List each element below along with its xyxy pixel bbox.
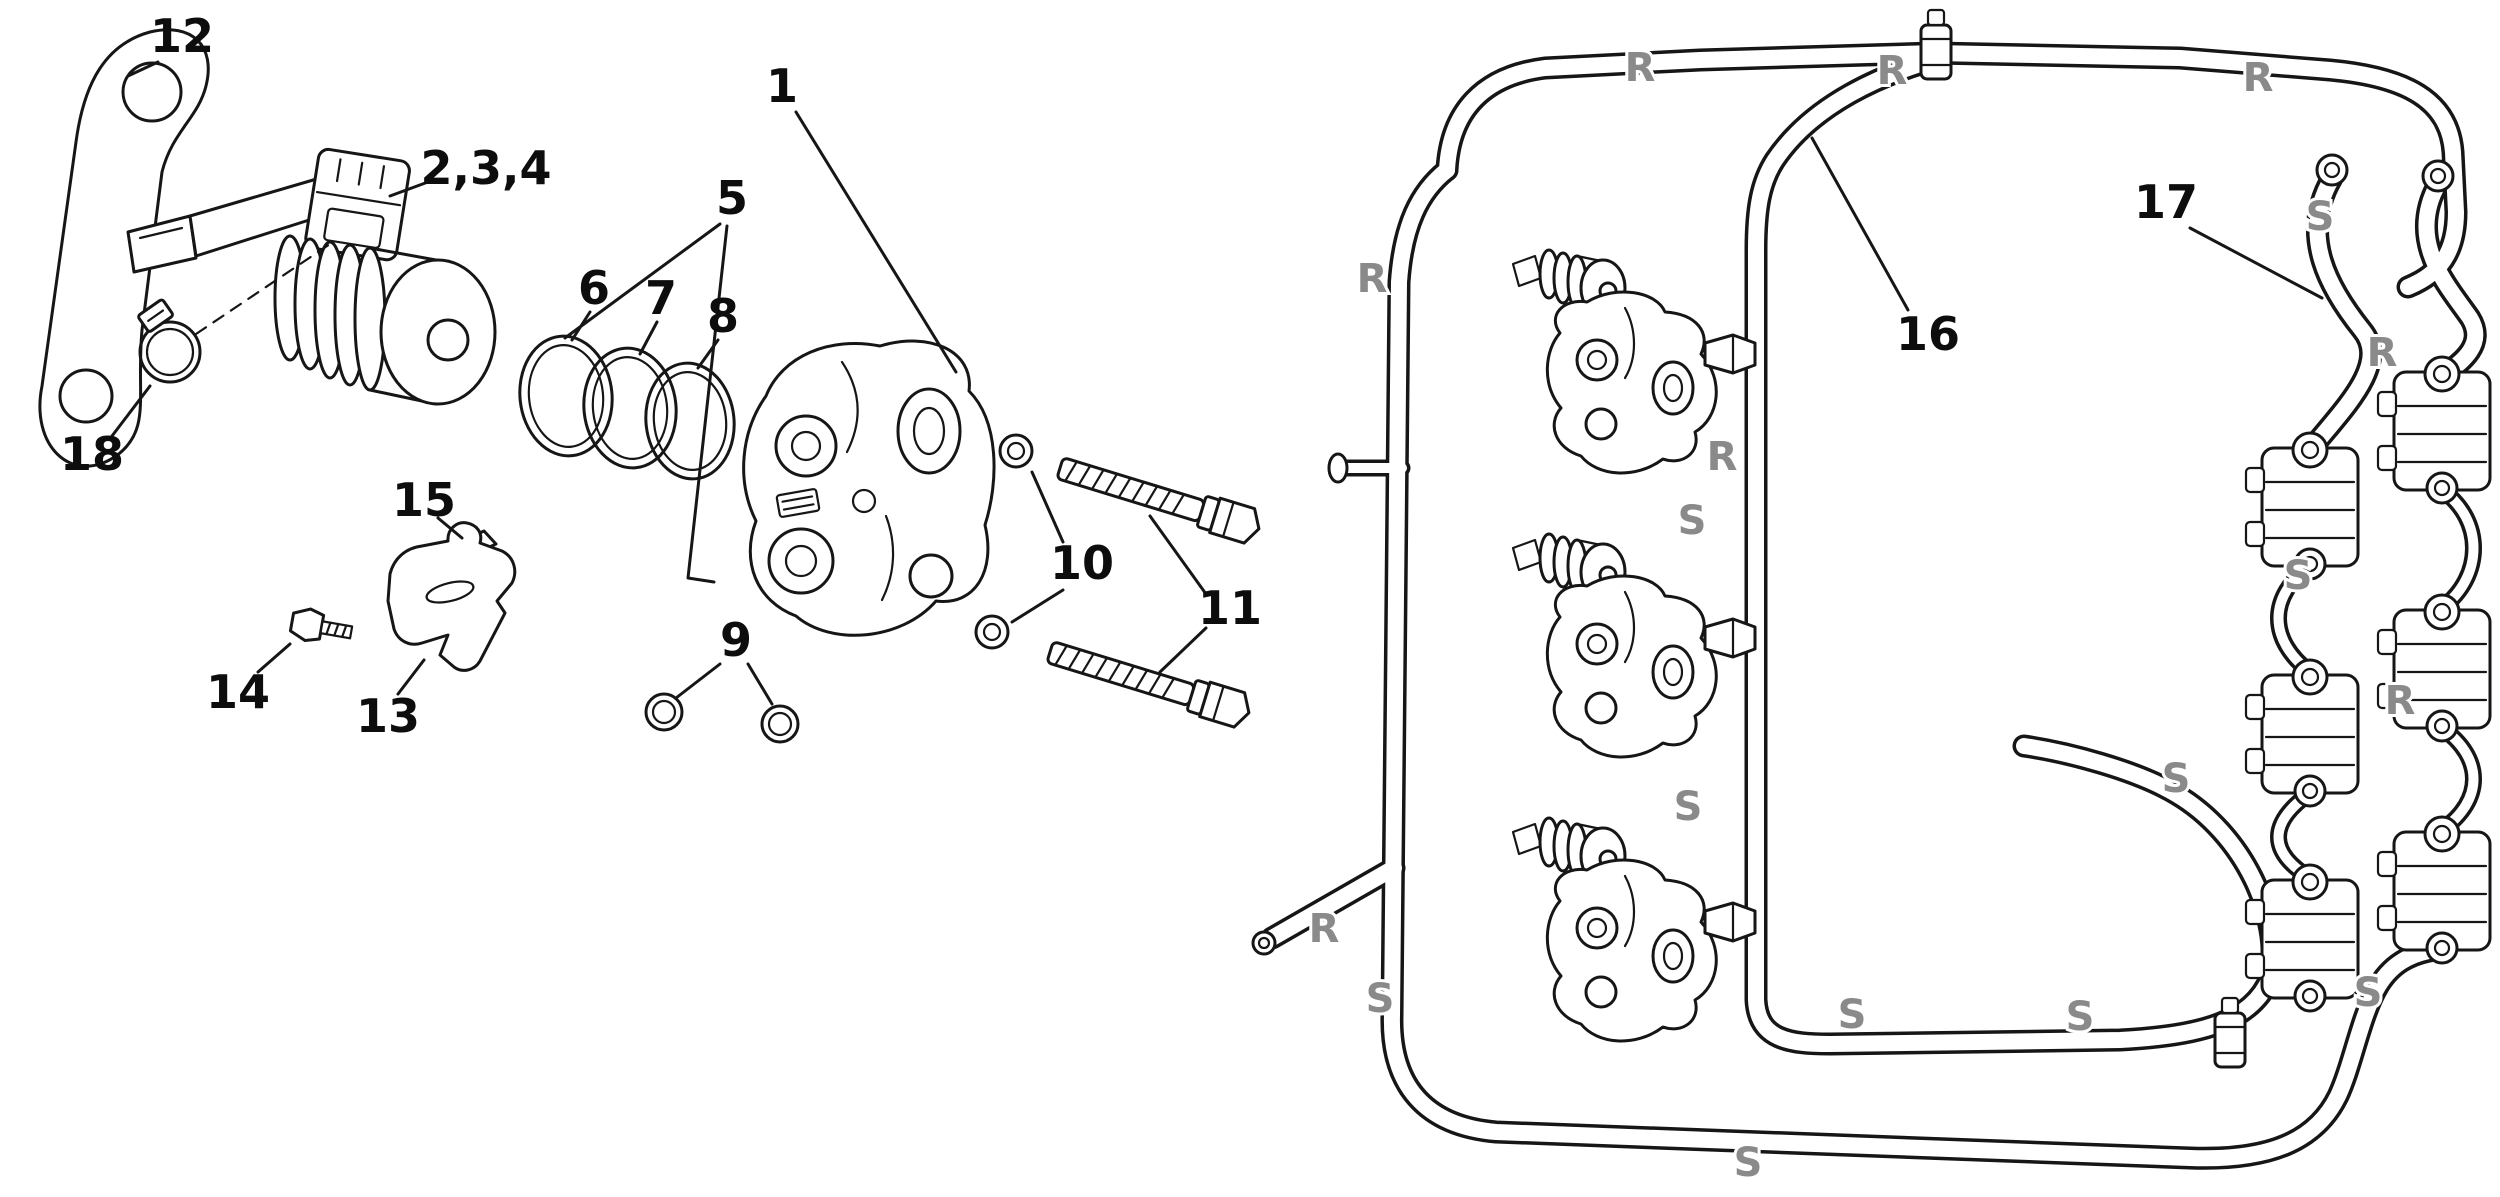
hose-marker-s-rail-lower: S <box>1674 784 1703 830</box>
callout-16: 16 <box>1896 307 1960 361</box>
callout-13: 13 <box>356 689 420 743</box>
hose-clamp-part-18 <box>137 298 202 384</box>
routing-leader-lines <box>1810 136 2324 312</box>
top-supply-hose <box>1447 53 2456 287</box>
callout-7: 7 <box>645 271 677 325</box>
fuel-rails-part-17 <box>2244 355 2492 1013</box>
injector-assembly-3 <box>1511 816 1757 1043</box>
top-supply-hose-outline <box>1447 53 2456 287</box>
rail-block-right-1 <box>2376 355 2492 505</box>
o-rings-part-9 <box>644 692 800 744</box>
hose-end-fittings <box>1251 153 2455 956</box>
throttle-body-part-1 <box>742 339 996 637</box>
o-ring-part-6 <box>518 334 614 458</box>
injector-assemblies <box>1511 248 1757 1043</box>
hose-marker-r-rail-upper: R <box>1707 434 1738 480</box>
rail-block-right-3 <box>2376 815 2492 965</box>
stub-cap <box>1251 930 1277 956</box>
callout-10: 10 <box>1050 536 1114 590</box>
callout-11: 11 <box>1198 581 1262 635</box>
hose-marker-s-u-curve: S <box>2162 756 2191 802</box>
callout-8: 8 <box>707 289 739 343</box>
injector-connector <box>304 147 411 262</box>
hose-marker-r-rail-right-top: R <box>2367 330 2398 376</box>
hold-down-arm-part-234 <box>126 147 411 274</box>
hose-marker-s-left-bottom: S <box>1366 976 1395 1022</box>
hose-marker-r-left-upper: R <box>1357 256 1388 302</box>
hose-marker-s-rail-left-top: S <box>2284 553 2313 599</box>
hose-end-connector <box>2315 153 2349 187</box>
rail-block-left-3 <box>2244 863 2360 1013</box>
hose-clamps <box>1919 8 2247 1069</box>
callout-18: 18 <box>60 427 124 481</box>
injector-assembly-2 <box>1511 532 1757 759</box>
hose-marker-r-top-1: R <box>1625 45 1656 91</box>
callout-17: 17 <box>2134 175 2198 229</box>
hose-marker-s-very-bottom: S <box>1734 1140 1763 1186</box>
hose-marker-r-left-lower: R <box>1309 906 1340 952</box>
bolt-lower <box>1043 633 1256 732</box>
id-tag <box>775 488 821 518</box>
callout-2-3-4: 2,3,4 <box>421 141 552 195</box>
hose-routing-view: 16 17 R R R R R R R R S S S S S S S S S … <box>1251 8 2492 1189</box>
hose-end-connector <box>2421 159 2455 193</box>
callout-6: 6 <box>578 261 610 315</box>
callout-leader-lines <box>110 60 1208 706</box>
rail-block-left-2 <box>2244 658 2360 808</box>
o-ring-part-8 <box>644 361 736 481</box>
hose-marker-s-bottom-left: S <box>1838 992 1867 1038</box>
hose-marker-s-top-right: S <box>2306 194 2335 240</box>
hose-marker-s-rail-upper: S <box>1678 498 1707 544</box>
hose-marker-s-bottom-right: S <box>2066 994 2095 1040</box>
callout-1: 1 <box>766 59 798 113</box>
clamp-alignment-dashed-line <box>194 242 332 336</box>
hose-marker-r-rail-right-mid: R <box>2385 678 2416 724</box>
callout-12: 12 <box>150 9 214 63</box>
hose-marker-r-top-3: R <box>2243 55 2274 101</box>
washers-part-10 <box>974 433 1034 650</box>
bracket-part-13 <box>386 521 517 672</box>
o-ring-part-7 <box>582 346 678 470</box>
stub-cap <box>1327 452 1349 484</box>
bolt-part-14 <box>288 607 354 643</box>
gasket-part-12 <box>38 28 210 468</box>
hose-marker-r-top-2: R <box>1877 48 1908 94</box>
callout-5: 5 <box>716 171 748 225</box>
callout-14: 14 <box>206 665 270 719</box>
injector-body <box>273 234 497 406</box>
hose-clamp-top <box>1919 8 1953 81</box>
exploded-view: 12 1 2,3,4 5 6 7 8 18 15 10 11 9 14 13 <box>38 9 1266 744</box>
hose-marker-s-right-end: S <box>2354 970 2383 1016</box>
callout-15: 15 <box>392 473 456 527</box>
callout-9: 9 <box>720 613 752 667</box>
